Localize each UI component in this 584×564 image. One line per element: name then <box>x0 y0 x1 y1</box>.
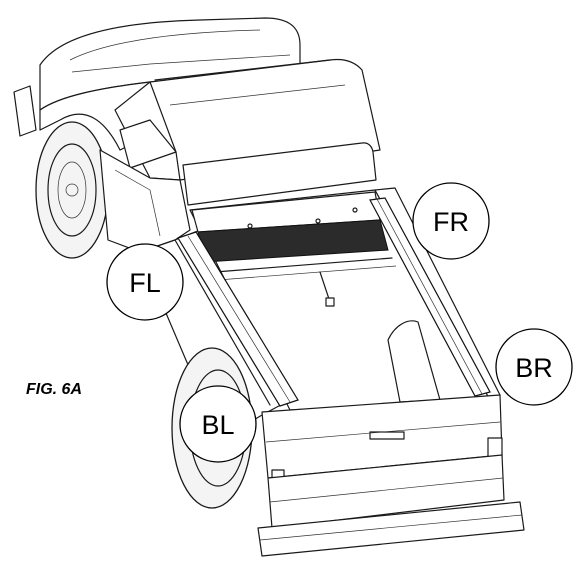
center-strap <box>319 271 335 307</box>
callout-fl-label: FL <box>129 268 161 298</box>
callout-fr: FR <box>412 182 490 260</box>
rear-bumper <box>257 501 525 557</box>
callout-fr-label: FR <box>433 207 469 237</box>
right-bed-rail <box>369 197 491 397</box>
left-bed-rail <box>177 231 299 407</box>
tonneau-cover-header <box>191 191 397 281</box>
callout-br-label: BR <box>515 353 553 383</box>
cab-door <box>99 149 191 253</box>
tailgate <box>261 394 503 479</box>
callout-bl: BL <box>179 385 257 463</box>
callout-br: BR <box>495 328 573 406</box>
rear-window <box>182 142 377 206</box>
callout-bl-label: BL <box>201 410 234 440</box>
callout-fl: FL <box>106 243 184 321</box>
front-bumper <box>13 85 37 137</box>
rear-quarter <box>267 454 505 529</box>
figure-label: FIG. 6A <box>26 381 83 398</box>
front-left-wheel <box>35 121 109 259</box>
